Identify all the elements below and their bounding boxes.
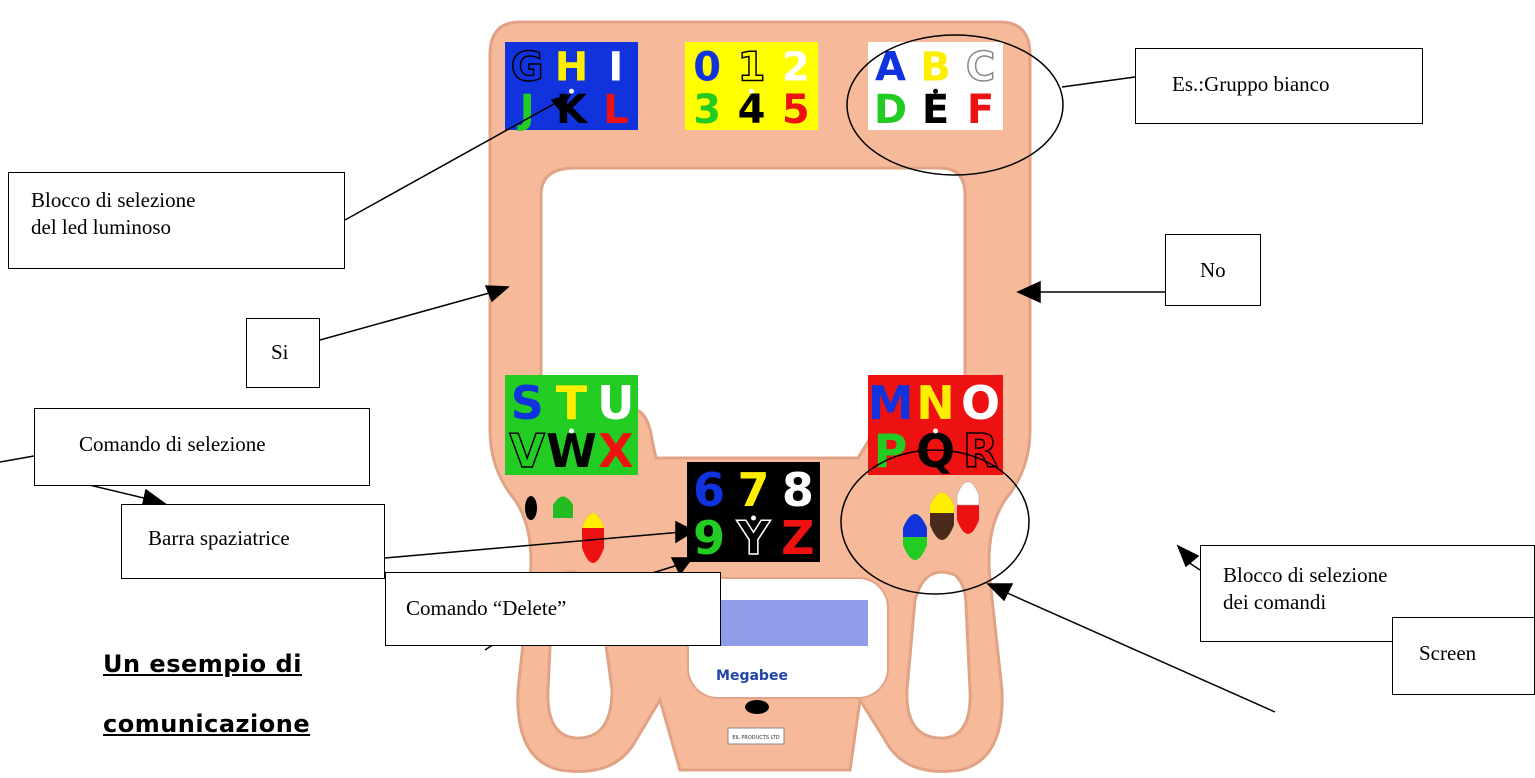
arrow-no: [1016, 280, 1041, 304]
arrow-delete: [670, 557, 694, 576]
block-letter-8: 8: [782, 463, 814, 517]
led-dot: [933, 428, 938, 434]
maker-plate: [727, 727, 785, 745]
ellipse-comandi: [840, 449, 1030, 595]
line-led-block: [344, 94, 571, 221]
arrow-barra-spaziatrice: [675, 520, 696, 544]
speaker-hole: [745, 700, 769, 714]
block-letter-P: P: [874, 424, 908, 478]
label-blocco-comandi: Blocco di selezione dei comandi: [1200, 545, 1535, 642]
block-letter-6: 6: [693, 463, 725, 517]
label-blocco-led: Blocco di selezione del led luminoso: [8, 172, 345, 269]
line-barra-spaziatrice: [384, 531, 683, 559]
led-dot: [749, 88, 754, 94]
led-dot: [933, 88, 938, 94]
block-letter-1: 1: [738, 45, 766, 91]
title-line2: comunicazione: [103, 710, 311, 738]
label-si: Si: [246, 318, 320, 388]
block-letter-O: O: [961, 376, 1000, 430]
led-dot: [751, 515, 756, 521]
green-arrow-button[interactable]: [553, 496, 573, 519]
label-blocco-comandi-line1: Blocco di selezione: [1223, 563, 1388, 587]
block-letter-J: J: [517, 87, 535, 133]
block-letter-N: N: [916, 376, 955, 430]
block-letter-X: X: [598, 424, 633, 478]
block-letter-G: G: [511, 45, 544, 91]
blue-green-button-top: [903, 514, 927, 537]
block-letter-H: H: [555, 45, 588, 91]
led-dot: [569, 88, 574, 94]
block-letter-0: 0: [693, 45, 721, 91]
yellow-red-button-top: [582, 513, 604, 528]
block-letter-I: I: [608, 45, 623, 91]
block-letter-T: T: [556, 376, 588, 430]
block-bottom-center: [687, 462, 820, 562]
block-letter-Z: Z: [781, 511, 814, 565]
label-screen: Screen: [1392, 617, 1535, 695]
block-top-left: [505, 42, 638, 130]
connector-lines: [0, 34, 1276, 713]
yellow-brown-button-top: [930, 492, 954, 513]
block-letter-D: D: [874, 87, 907, 133]
block-letter-A: A: [875, 45, 906, 91]
block-letter-L: L: [603, 87, 629, 133]
block-letter-U: U: [597, 376, 634, 430]
block-letter-F: F: [967, 87, 994, 133]
label-blocco-led-line2: del led luminoso: [31, 215, 171, 239]
block-top-right: [868, 42, 1003, 130]
arrow-si: [484, 285, 510, 303]
line-si: [319, 289, 501, 341]
block-top-middle: [685, 42, 818, 130]
block-mid-left: [505, 375, 638, 475]
label-delete: Comando “Delete”: [385, 572, 721, 646]
white-red-button-top: [956, 481, 980, 506]
block-letter-M: M: [868, 376, 914, 430]
block-letter-B: B: [920, 45, 951, 91]
block-letter-E: E: [922, 87, 949, 133]
label-barra-spaziatrice: Barra spaziatrice: [121, 504, 385, 579]
block-letter-9: 9: [693, 511, 725, 565]
led-dot: [569, 428, 574, 434]
line-gruppo-bianco: [1061, 76, 1136, 88]
block-letter-5: 5: [782, 87, 810, 133]
brand-logo: Megabee: [716, 668, 788, 684]
arrow-led-block: [550, 93, 572, 112]
label-blocco-led-line1: Blocco di selezione: [31, 188, 196, 212]
ellipse-gruppo-bianco: [846, 34, 1064, 176]
block-letter-C: C: [966, 45, 995, 91]
label-no: No: [1165, 234, 1261, 306]
title-line1: Un esempio di: [103, 650, 302, 678]
maker-label: EIL PRODUCTS LTD: [732, 735, 779, 741]
block-letter-7: 7: [737, 463, 769, 517]
arrow-screen: [986, 583, 1014, 602]
right-handle-cutout: [905, 570, 972, 740]
block-letter-2: 2: [782, 45, 810, 91]
block-letter-S: S: [511, 376, 544, 430]
line-screen: [1004, 591, 1276, 713]
block-letter-K: K: [556, 87, 589, 133]
arrow-comandi: [1176, 544, 1200, 568]
block-letter-R: R: [963, 424, 998, 478]
label-comando-selezione: Comando di selezione: [34, 408, 370, 486]
block-letter-4: 4: [738, 87, 766, 133]
block-letter-3: 3: [693, 87, 721, 133]
screen-display: [718, 600, 868, 646]
label-gruppo-bianco: Es.:Gruppo bianco: [1135, 48, 1423, 124]
label-blocco-comandi-line2: dei comandi: [1223, 590, 1327, 614]
black-led-button[interactable]: [525, 496, 537, 520]
block-letter-V: V: [509, 424, 545, 478]
line-comando-selezione-a: [0, 455, 35, 463]
